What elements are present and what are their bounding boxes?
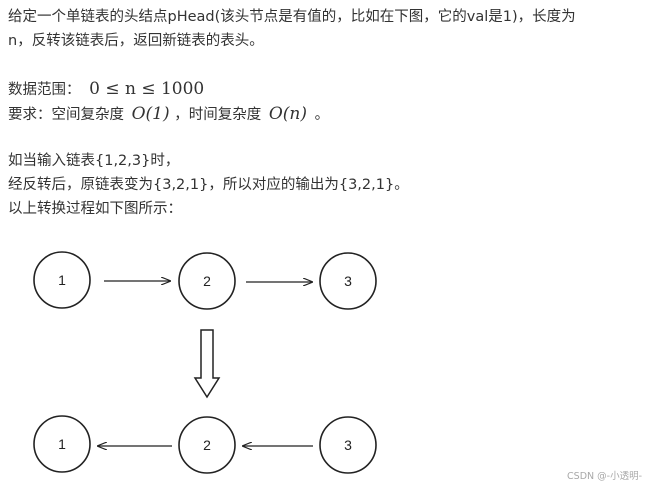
- data-range-line: 数据范围： 0 ≤ n ≤ 1000: [8, 77, 329, 102]
- space-complexity: O(1): [131, 104, 170, 124]
- example-line-3: 以上转换过程如下图所示：: [8, 201, 182, 217]
- list-node: 3: [319, 252, 377, 310]
- node-label: 3: [344, 437, 352, 453]
- constraints: 数据范围： 0 ≤ n ≤ 1000 要求：空间复杂度 O(1) ，时间复杂度 …: [8, 77, 329, 127]
- csdn-watermark: CSDN @-小透明-: [567, 471, 642, 482]
- requirement-label: 要求：空间复杂度: [8, 107, 124, 123]
- example-explanation: 如当输入链表{1,2,3}时， 经反转后，原链表变为{3,2,1}，所以对应的输…: [8, 149, 409, 221]
- range-math: 0 ≤ n ≤ 1000: [89, 79, 205, 99]
- time-complexity: O(n): [268, 104, 308, 124]
- example-line-1: 如当输入链表{1,2,3}时，: [8, 153, 180, 169]
- requirement-line: 要求：空间复杂度 O(1) ，时间复杂度 O(n) 。: [8, 102, 329, 127]
- list-node: 2: [178, 252, 236, 310]
- description-line-2: n，反转该链表后，返回新链表的表头。: [8, 33, 264, 49]
- list-node: 1: [33, 251, 91, 309]
- original-list: 1 2 3: [33, 251, 377, 310]
- node-label: 3: [344, 273, 352, 289]
- reversed-list: 1 2 3: [33, 415, 377, 474]
- transform-down-arrow: [193, 329, 221, 399]
- requirement-end: 。: [314, 107, 330, 123]
- node-label: 2: [203, 273, 211, 289]
- node-label: 1: [58, 272, 66, 288]
- range-label: 数据范围：: [8, 82, 81, 98]
- list-node: 3: [319, 416, 377, 474]
- node-label: 2: [203, 437, 211, 453]
- description-line-1: 给定一个单链表的头结点pHead(该头节点是有值的，比如在下图，它的val是1)…: [8, 9, 576, 25]
- list-node: 2: [178, 416, 236, 474]
- problem-description: 给定一个单链表的头结点pHead(该头节点是有值的，比如在下图，它的val是1)…: [8, 5, 576, 53]
- node-label: 1: [58, 436, 66, 452]
- requirement-mid: ，时间复杂度: [174, 107, 262, 123]
- example-line-2: 经反转后，原链表变为{3,2,1}，所以对应的输出为{3,2,1}。: [8, 177, 409, 193]
- list-node: 1: [33, 415, 91, 473]
